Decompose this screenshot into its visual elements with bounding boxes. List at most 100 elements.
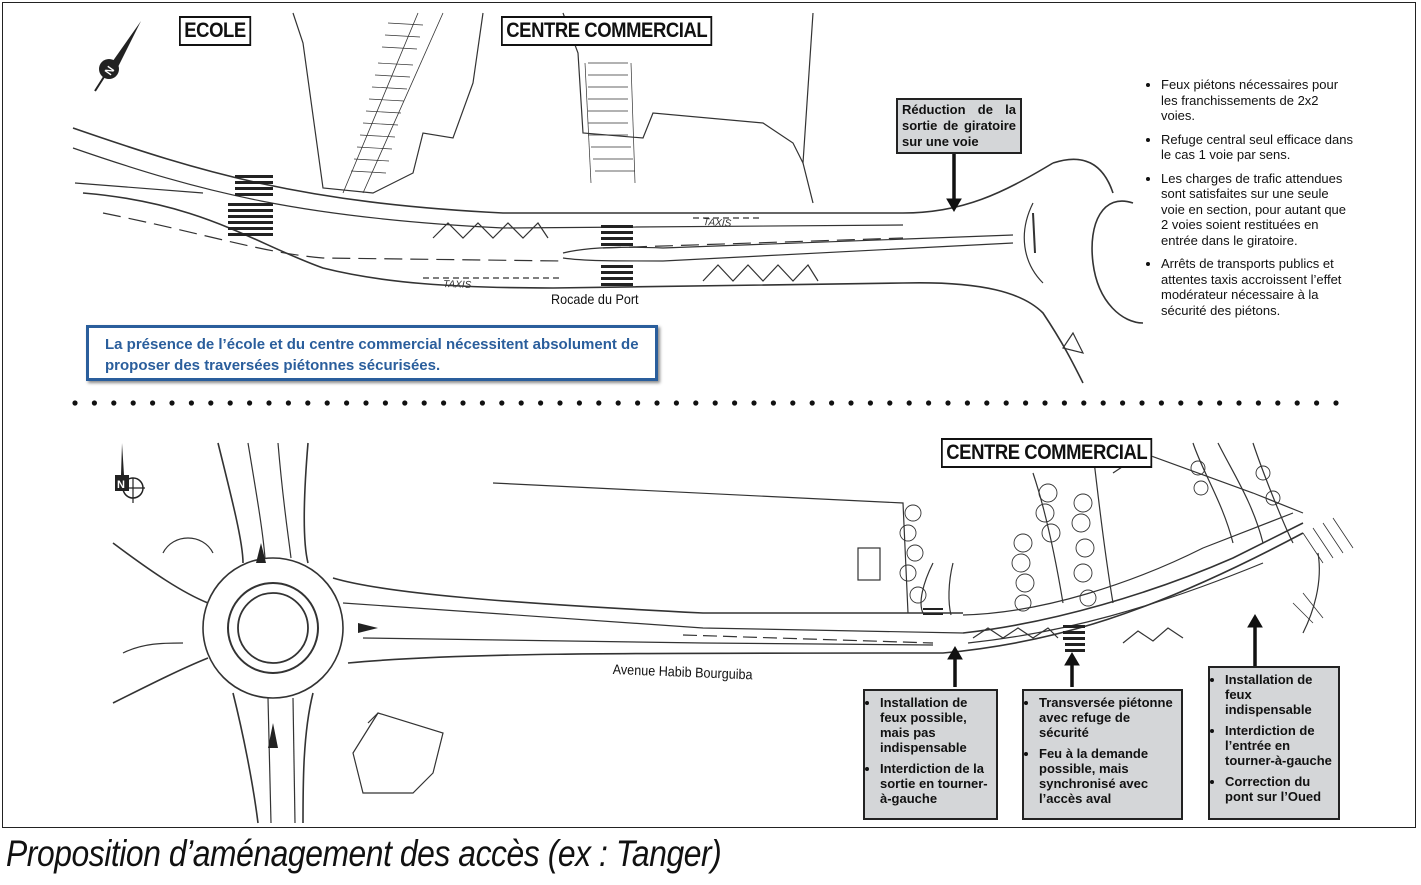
separator-dot <box>557 400 563 406</box>
separator-dot <box>1255 400 1261 406</box>
separator-dot <box>906 400 912 406</box>
separator-dot <box>1003 400 1009 406</box>
label-school: ECOLE <box>179 16 252 46</box>
separator-dot <box>751 400 757 406</box>
separator-dot <box>848 400 854 406</box>
pedestrian-crossing-mall <box>601 225 633 286</box>
separator-dot <box>790 400 796 406</box>
separator-dot <box>1197 400 1203 406</box>
separator-dot <box>247 400 253 406</box>
callout-right-item: Installation de feux indispensable <box>1225 672 1332 717</box>
callout-right-item: Interdiction de l’entrée en tourner-à-ga… <box>1225 723 1332 768</box>
road-edge-north <box>72 127 1054 214</box>
separator-dot <box>1081 400 1087 406</box>
callout-left-item: Interdiction de la sortie en tourner-à-g… <box>880 761 990 806</box>
label-mall-bottom: CENTRE COMMERCIAL <box>941 438 1153 468</box>
building-outline-school <box>292 12 484 194</box>
taxis-marking-2: TAXIS <box>443 279 472 291</box>
separator-dot <box>1100 400 1106 406</box>
separator-dot <box>673 400 680 406</box>
separator-dot <box>635 400 641 406</box>
separator-dot <box>1314 400 1320 406</box>
separator-dot <box>945 400 951 406</box>
separator-dot <box>1023 400 1029 406</box>
label-mall-top: CENTRE COMMERCIAL <box>501 16 713 46</box>
callout-middle: Transversée piétonne avec refuge de sécu… <box>1022 689 1183 820</box>
north-arrow-top <box>94 21 141 92</box>
note-item: Feux piétons nécessaires pour les franch… <box>1161 77 1356 124</box>
callout-left-item: Installation de feux possible, mais pas … <box>880 695 990 755</box>
stairs-hatching-school <box>350 22 424 174</box>
separator-dot <box>654 400 660 406</box>
separator-dot <box>266 400 272 406</box>
zigzag-marking-1 <box>432 222 549 239</box>
separator-dot <box>1061 400 1067 406</box>
road-edge-south <box>82 192 1084 384</box>
separator-dot <box>227 400 233 406</box>
north-letter-bottom: N <box>117 479 125 491</box>
taxis-marking-1: TAXIS <box>703 217 732 229</box>
notes-list: Feux piétons nécessaires pour les franch… <box>1151 77 1356 326</box>
pedestrian-crossing-bottom <box>256 543 1085 748</box>
separator-dot <box>208 400 214 406</box>
highlight-text: La présence de l’école et du centre comm… <box>105 336 639 374</box>
separator-dot <box>421 400 427 406</box>
callout-roundabout-exit: Réduction de la sortie de giratoire sur … <box>896 98 1022 154</box>
callout-right-item: Correction du pont sur l’Oued <box>1225 774 1332 804</box>
building-outline-south <box>352 712 444 794</box>
separator-dot <box>693 400 699 406</box>
note-item: Les charges de trafic attendues sont sat… <box>1161 171 1356 249</box>
separator-dot <box>1178 400 1184 406</box>
separator-dot <box>324 400 330 406</box>
separator-dot <box>285 400 291 406</box>
separator-dot <box>1236 400 1242 406</box>
callout-roundabout-text: Réduction de la sortie de giratoire sur … <box>902 102 1016 149</box>
separator-dot <box>169 400 175 406</box>
separator-dot <box>770 400 777 406</box>
building-outline-mall <box>562 12 814 166</box>
avenue-edge-north <box>332 577 963 614</box>
separator-dot <box>1275 400 1281 406</box>
separator-dot <box>732 400 738 406</box>
separator-dot <box>596 400 602 406</box>
separator-dot <box>402 400 408 406</box>
separator-dot <box>1158 400 1164 406</box>
separator-dot <box>984 400 990 406</box>
separator-dot <box>1294 400 1300 406</box>
separator-dot <box>1120 400 1126 406</box>
street-label-rocade: Rocade du Port <box>551 291 639 307</box>
separator-dot <box>382 400 388 406</box>
zigzag-marking-2 <box>702 264 819 282</box>
separator-dot <box>867 400 874 406</box>
site-plan-drawing: TAXIS TAXIS <box>72 12 1354 824</box>
figure-frame: TAXIS TAXIS <box>2 2 1416 828</box>
separator-dot <box>1333 400 1339 406</box>
separator-dot <box>130 400 136 406</box>
separator-dot <box>344 400 350 406</box>
separator-dot <box>460 400 466 406</box>
note-item: Refuge central seul efficace dans le cas… <box>1161 132 1356 163</box>
separator-dot <box>441 400 447 406</box>
note-item: Arrêts de transports publics et attentes… <box>1161 256 1356 318</box>
pedestrian-crossing-school <box>228 175 273 236</box>
callout-middle-item: Feu à la demande possible, mais synchron… <box>1039 746 1175 806</box>
roundabout-outer <box>202 557 344 699</box>
separator-dot <box>809 400 815 406</box>
separator-dot <box>188 400 194 406</box>
roundabout-inner <box>227 582 319 674</box>
separator-dot <box>926 400 932 406</box>
callout-arrows <box>946 153 1263 687</box>
highlight-box: La présence de l’école et du centre comm… <box>86 325 658 381</box>
callout-left: Installation de feux possible, mais pas … <box>863 689 998 820</box>
separator-dot <box>479 400 485 406</box>
callout-right: Installation de feux indispensable Inter… <box>1208 666 1340 820</box>
stairs-hatching-mall <box>584 62 636 184</box>
separator-dot <box>363 400 369 406</box>
panel-separator-dots <box>72 400 1339 406</box>
separator-dot <box>538 400 544 406</box>
separator-dot <box>150 400 156 406</box>
separator-dot <box>499 400 505 406</box>
separator-dot <box>829 400 835 406</box>
separator-dot <box>111 400 117 406</box>
separator-dot <box>1217 400 1223 406</box>
